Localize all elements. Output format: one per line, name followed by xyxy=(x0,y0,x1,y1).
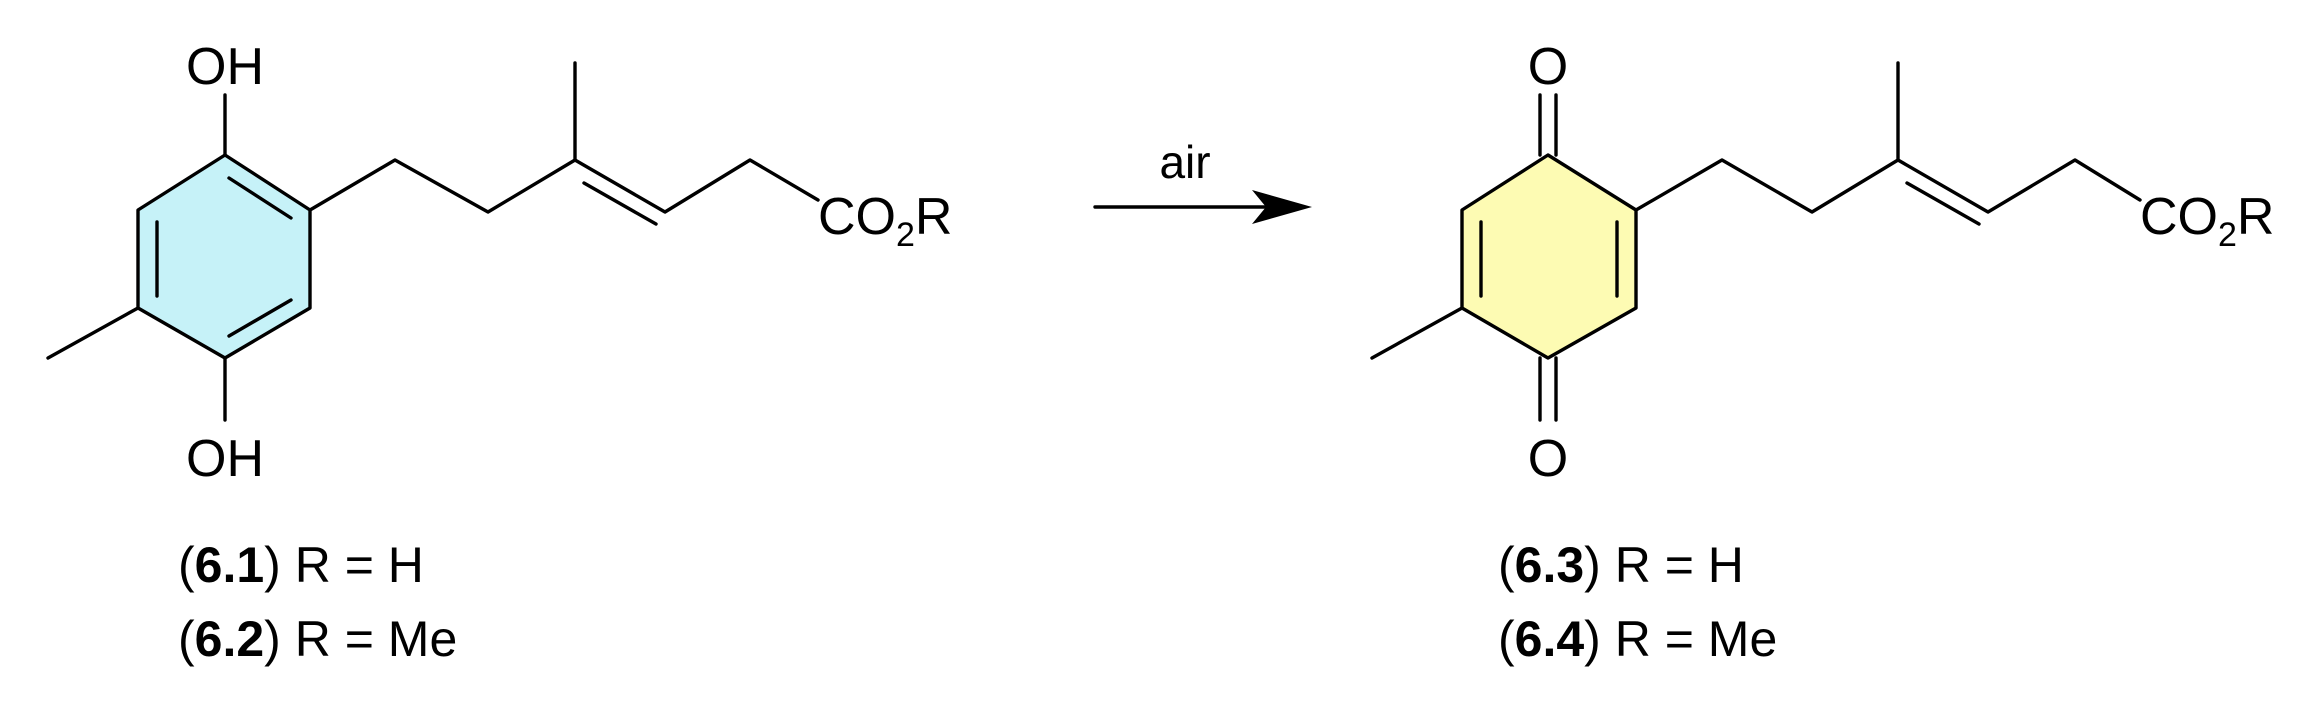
quinone-ring-fill xyxy=(1462,155,1636,358)
quinone-molecule: O O CO2R xyxy=(1370,38,2274,488)
reaction-condition: air xyxy=(1159,136,1210,188)
hydroquinone-molecule: OH OH CO2R xyxy=(46,38,952,488)
compound-label-6-4: (6.4) R = Me xyxy=(1498,611,1777,667)
ester-label: CO2R xyxy=(818,188,952,254)
compound-label-6-1: (6.1) R = H xyxy=(178,537,424,593)
top-oh-label: OH xyxy=(186,38,264,96)
compound-label-6-2: (6.2) R = Me xyxy=(178,611,457,667)
side-chain xyxy=(308,158,820,214)
arrow-head xyxy=(1252,190,1312,224)
aromatic-bond-2 xyxy=(227,298,293,338)
methyl-bond xyxy=(46,306,140,360)
alkene-double-bond xyxy=(582,181,658,226)
reaction-arrow: air xyxy=(1093,136,1312,224)
aromatic-bond-1 xyxy=(227,176,293,220)
bottom-oxygen-label: O xyxy=(1528,430,1568,488)
side-chain xyxy=(1634,158,2142,214)
ester-label: CO2R xyxy=(2140,188,2274,254)
top-oxygen-label: O xyxy=(1528,38,1568,96)
compound-label-6-3: (6.3) R = H xyxy=(1498,537,1744,593)
product-labels: (6.3) R = H (6.4) R = Me xyxy=(1498,537,1777,667)
hydroquinone-ring-fill xyxy=(138,155,310,358)
alkene-double-bond xyxy=(1905,181,1981,226)
bottom-oh-label: OH xyxy=(186,430,264,488)
starting-material-labels: (6.1) R = H (6.2) R = Me xyxy=(178,537,457,667)
methyl-bond xyxy=(1370,306,1464,360)
